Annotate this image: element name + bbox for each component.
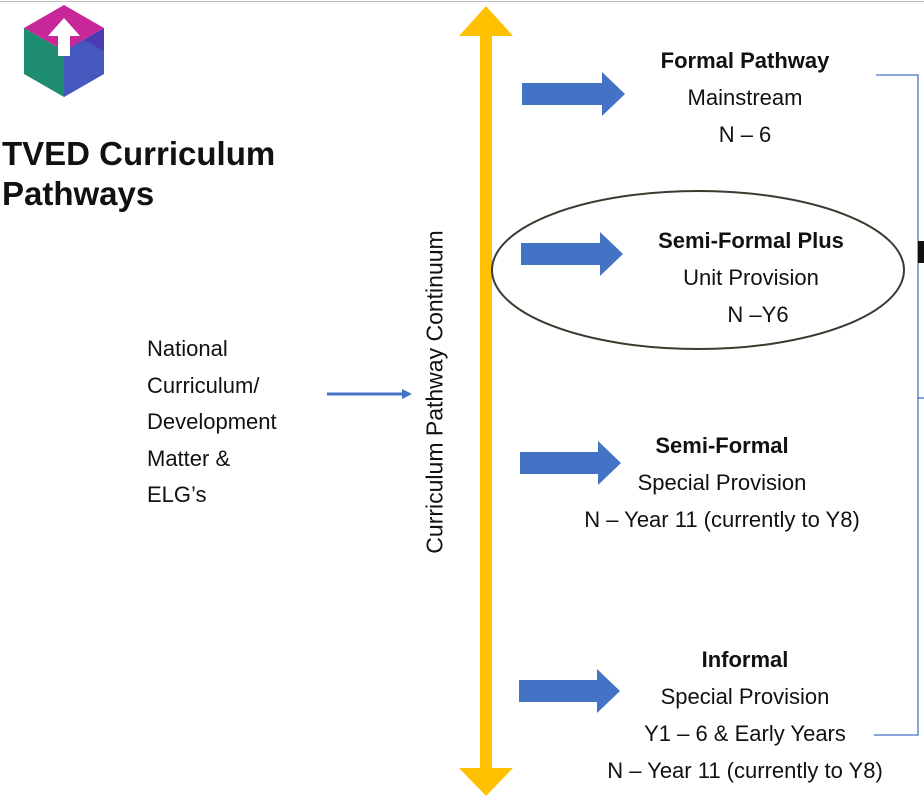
block-arrow-formal bbox=[522, 72, 625, 116]
pathway-title: Informal bbox=[701, 647, 789, 672]
pathway-line: N –Y6 bbox=[727, 302, 789, 327]
continuum-arrow bbox=[459, 6, 513, 796]
source-line: ELG’s bbox=[147, 482, 207, 507]
pathway-formal: Formal Pathway Mainstream N – 6 bbox=[661, 42, 830, 153]
highlight-ellipse bbox=[491, 190, 905, 350]
pathway-line: N – 6 bbox=[718, 122, 772, 147]
pathway-bracket bbox=[874, 74, 924, 736]
pathway-semi-formal: Semi-Formal Special Provision N – Year 1… bbox=[584, 427, 860, 538]
title-line-2: Pathways bbox=[2, 175, 155, 212]
pathway-semi-formal-plus: Semi-Formal Plus Unit Provision N –Y6 bbox=[658, 222, 844, 333]
source-line: National bbox=[147, 336, 228, 361]
source-line: Development bbox=[147, 409, 277, 434]
source-line: Curriculum/ bbox=[147, 372, 260, 398]
title-line-1: TVED Curriculum bbox=[2, 135, 276, 172]
pathway-line: Unit Provision bbox=[683, 265, 819, 290]
cropped-glyph bbox=[918, 241, 924, 263]
pathway-title: Semi-Formal bbox=[655, 433, 789, 458]
source-text: National Curriculum/ Development Matter … bbox=[147, 331, 277, 514]
pathway-informal: Informal Special Provision Y1 – 6 & Earl… bbox=[607, 641, 883, 789]
tved-logo bbox=[24, 5, 104, 97]
page-title: TVED Curriculum Pathways bbox=[2, 134, 275, 214]
pathway-line: N – Year 11 (currently to Y8) bbox=[607, 758, 883, 783]
block-arrow-informal bbox=[519, 669, 620, 713]
pathway-line: Y1 – 6 & Early Years bbox=[644, 721, 846, 746]
pathway-line: Special Provision bbox=[660, 684, 830, 709]
source-line: Matter & bbox=[147, 445, 231, 471]
pathway-title: Formal Pathway bbox=[660, 48, 830, 73]
block-arrow-semi-formal-plus bbox=[521, 232, 623, 276]
continuum-label: Curriculum Pathway Continuum bbox=[421, 230, 448, 554]
pathway-title: Semi-Formal Plus bbox=[658, 228, 844, 253]
pathway-line: N – Year 11 (currently to Y8) bbox=[584, 507, 860, 532]
pathway-line: Special Provision bbox=[637, 470, 807, 495]
pathway-line: Mainstream bbox=[687, 85, 803, 110]
source-arrow bbox=[327, 389, 412, 399]
block-arrow-semi-formal bbox=[520, 441, 621, 485]
